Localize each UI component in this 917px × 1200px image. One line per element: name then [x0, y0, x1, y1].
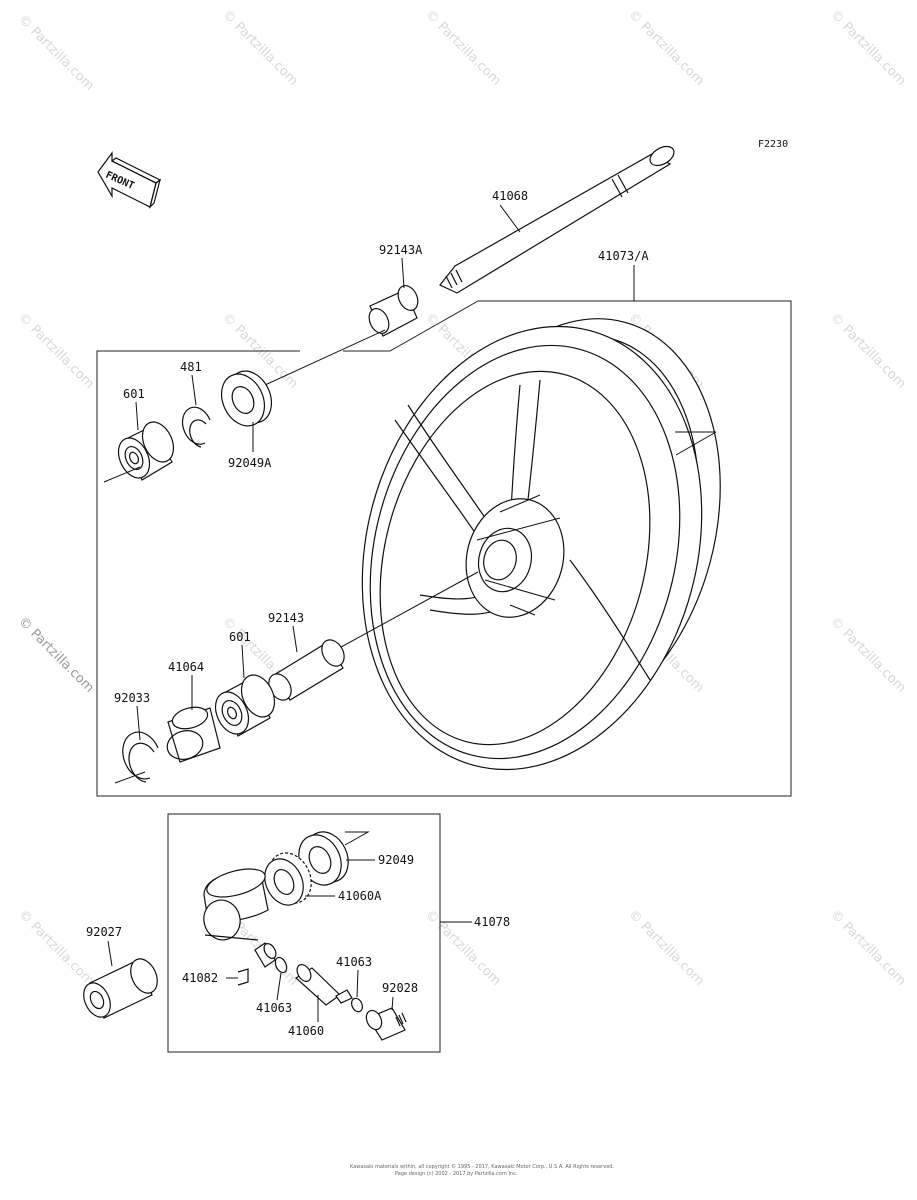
watermark: © Partzilla.com — [422, 7, 504, 89]
part-label-41063-left: 41063 — [256, 1001, 292, 1015]
part-label-92049: 92049 — [378, 853, 414, 867]
collar-92143A — [368, 257, 419, 337]
bushing — [254, 942, 277, 968]
circlip-481 — [181, 374, 211, 448]
watermark: © Partzilla.com — [15, 614, 97, 696]
page-design-footer: Page design (c) 2002 - 2017 by Partzilla… — [395, 1171, 518, 1177]
circlip-92033 — [114, 705, 159, 784]
watermark: © Partzilla.com — [15, 907, 97, 989]
part-label-41064: 41064 — [168, 660, 204, 674]
watermark: © Partzilla.com — [219, 7, 301, 89]
watermark: © Partzilla.com — [625, 7, 707, 89]
part-label-92143: 92143 — [268, 611, 304, 625]
pin-41082 — [226, 968, 249, 986]
watermark: © Partzilla.com — [827, 310, 909, 392]
gearbox-housing — [203, 868, 269, 941]
part-label-41082: 41082 — [182, 971, 218, 985]
axle-41068 — [439, 145, 675, 294]
part-label-601-lower: 601 — [229, 630, 251, 644]
collar-92143 — [268, 625, 345, 701]
part-label-92027: 92027 — [86, 925, 122, 939]
watermark: © Partzilla.com — [827, 7, 909, 89]
part-label-41063-right: 41063 — [336, 955, 372, 969]
bearing-601-upper — [103, 401, 175, 483]
part-label-41078: 41078 — [474, 915, 510, 929]
collar-92027 — [83, 940, 158, 1019]
watermark: © Partzilla.com — [827, 907, 909, 989]
washer-41063-right — [350, 969, 364, 1013]
wheel-41073A — [331, 318, 721, 771]
front-arrow-icon: FRONT — [97, 151, 162, 209]
part-label-41060A: 41060A — [338, 889, 382, 903]
oil-seal-92049 — [298, 831, 375, 886]
retainer-41064 — [166, 675, 221, 763]
part-label-601-upper: 601 — [123, 387, 145, 401]
part-label-41060: 41060 — [288, 1024, 324, 1038]
watermark: © Partzilla.com — [625, 907, 707, 989]
speedometer-gear-box — [167, 813, 441, 1053]
gear-41060A — [264, 852, 335, 906]
washer-41063-left — [274, 956, 288, 1001]
part-label-481: 481 — [180, 360, 202, 374]
diagram-code: F2230 — [758, 139, 788, 150]
watermark: © Partzilla.com — [827, 614, 909, 696]
plug-92028 — [365, 996, 407, 1041]
part-label-41068: 41068 — [492, 189, 528, 203]
copyright-footer: Kawasaki materials within, all copyright… — [350, 1163, 614, 1170]
part-label-92028: 92028 — [382, 981, 418, 995]
pinion-gear-41060 — [295, 964, 353, 1022]
bearing-601-lower — [214, 644, 276, 737]
part-label-92143A: 92143A — [379, 243, 423, 257]
oil-seal-92049A — [220, 370, 273, 452]
watermark: © Partzilla.com — [15, 12, 97, 94]
watermark: © Partzilla.com — [15, 310, 97, 392]
part-label-92049A: 92049A — [228, 456, 272, 470]
part-label-92033: 92033 — [114, 691, 150, 705]
wheel-assembly-box — [96, 300, 792, 797]
part-label-41073A: 41073/A — [598, 249, 649, 263]
